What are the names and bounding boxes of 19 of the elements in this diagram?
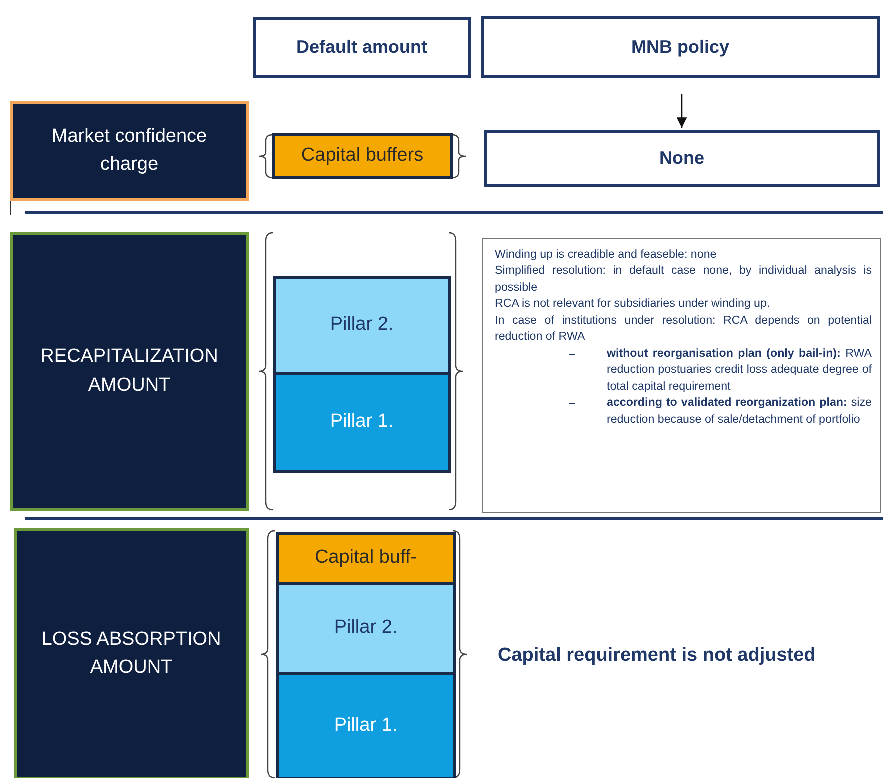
buffer-box: Capital buffers <box>272 133 453 179</box>
note-box <box>482 238 881 513</box>
category-box: RECAPITALIZATION AMOUNT <box>10 232 249 511</box>
header-box: MNB policy <box>481 16 880 78</box>
note-text: Winding up is creadible and feaseble: none <box>495 247 718 263</box>
note-text: according to validated reorganization plan: size reduction because of sale/detachment of portfolio <box>607 395 872 428</box>
category-box: LOSS ABSORPTION AMOUNT <box>14 528 249 778</box>
header-box: Default amount <box>253 17 471 78</box>
header-box: None <box>484 130 880 187</box>
statement-text: Capital requirement is not adjusted <box>498 645 816 667</box>
buffer-box: Capital buff- <box>276 532 456 585</box>
pillar-box: Pillar 1. <box>276 672 456 778</box>
note-text: RCA is not relevant for subsidiaries under winding up. <box>495 296 772 312</box>
arrow <box>676 94 688 128</box>
category-box: Market confidence charge <box>10 101 249 201</box>
pillar-box: Pillar 2. <box>276 582 456 675</box>
pillar-box: Pillar 1. <box>273 372 451 473</box>
pillar-box: Pillar 2. <box>273 276 451 375</box>
note-text: Simplified resolution: in default case none, by individual analysis is possible <box>495 263 872 296</box>
